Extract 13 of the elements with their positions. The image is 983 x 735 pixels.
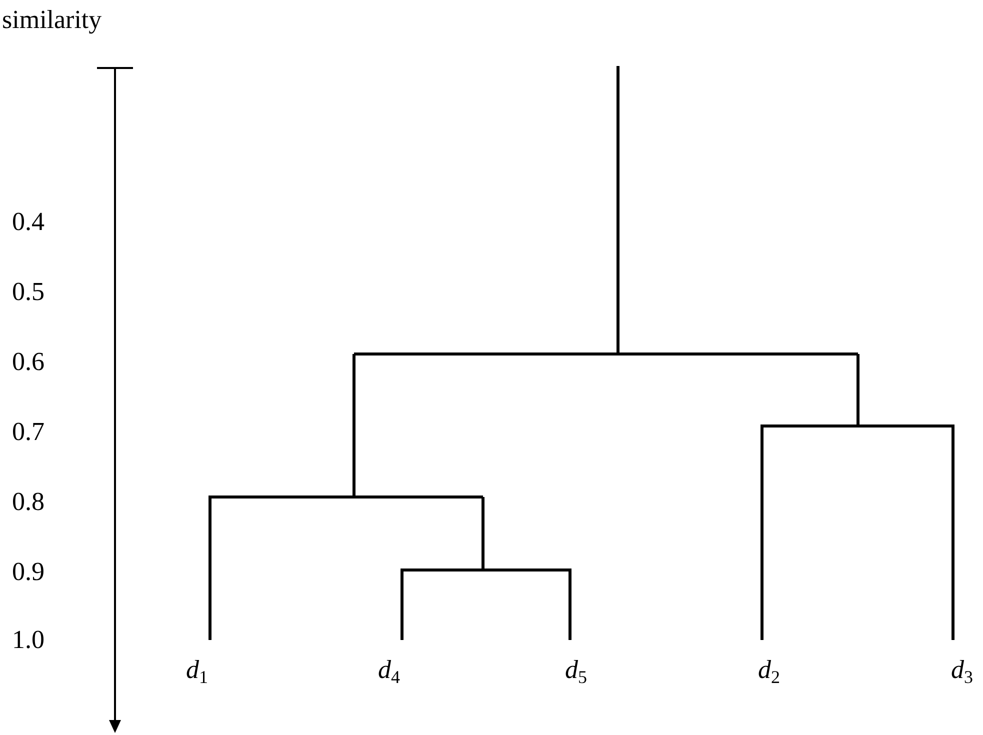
tick-label: 0.9 <box>12 557 44 587</box>
leaf-label: d$_{4}$ <box>378 655 400 685</box>
tick-label: 0.5 <box>12 277 44 307</box>
tick-label: 1.0 <box>12 625 44 655</box>
leaf-label: d$_{1}$ <box>186 655 208 685</box>
tick-label: 0.4 <box>12 207 44 237</box>
leaf-label: d$_{2}$ <box>758 655 780 685</box>
leaf-label: d$_{3}$ <box>951 655 973 685</box>
leaf-label: d$_{5}$ <box>565 655 587 685</box>
tick-label: 0.8 <box>12 487 44 517</box>
tick-label: 0.6 <box>12 347 44 377</box>
tick-label: 0.7 <box>12 417 44 447</box>
axis-title: similarity <box>2 5 102 35</box>
